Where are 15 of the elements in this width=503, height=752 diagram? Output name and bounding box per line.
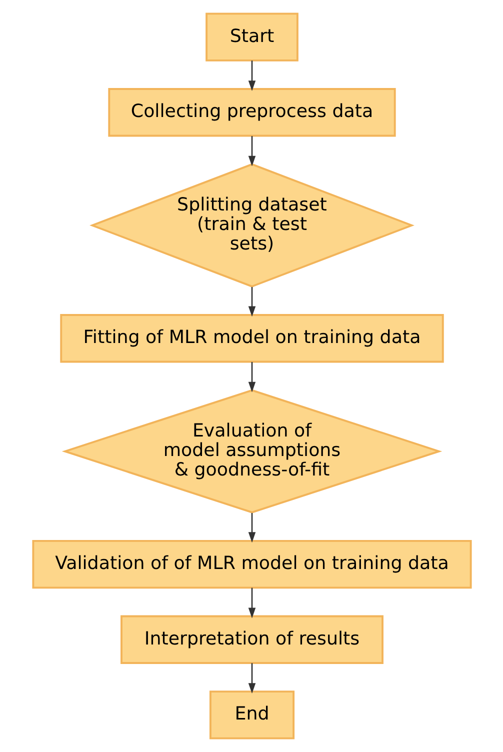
arrow — [248, 136, 256, 166]
arrow — [248, 362, 256, 392]
node-box: Validation of of MLR model on training data — [32, 540, 472, 589]
arrow — [248, 512, 256, 543]
arrow — [248, 60, 256, 91]
node-box: Start — [205, 12, 298, 62]
arrow — [248, 663, 256, 694]
node-box: Interpretation of results — [120, 615, 383, 664]
node-diamond: Splitting dataset (train & test sets) — [89, 163, 414, 288]
node-box: Fitting of MLR model on training data — [60, 314, 444, 363]
node-box: Collecting preprocess data — [108, 88, 396, 137]
arrow — [248, 287, 256, 317]
arrow — [248, 588, 256, 618]
node-box: End — [208, 690, 294, 740]
node-diamond: Evaluation of model assumptions & goodness-of-fit — [61, 389, 442, 514]
